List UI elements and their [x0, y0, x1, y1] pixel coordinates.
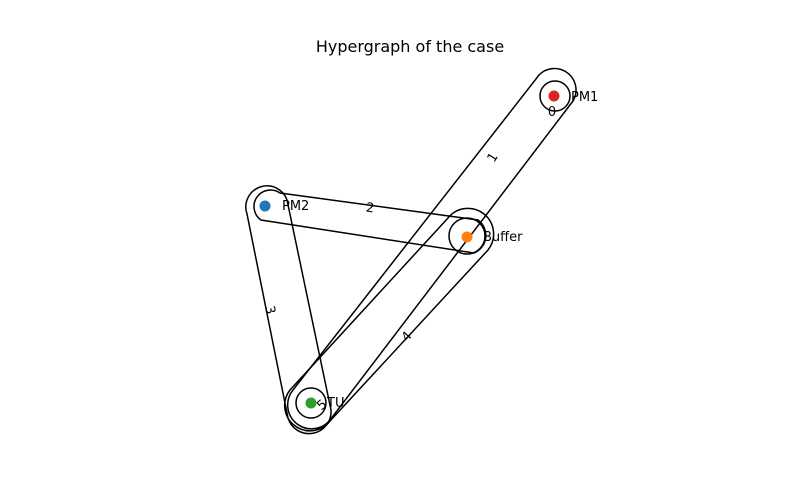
hyperedge-outline: [295, 387, 327, 419]
node-label: PM1: [571, 90, 598, 105]
node-marker: [259, 200, 271, 212]
node-tu: TU: [305, 396, 344, 411]
node-label: PM2: [282, 199, 309, 214]
node-pm2: PM2: [259, 199, 309, 214]
node-marker: [548, 90, 560, 102]
hyperedge-label-0: 0: [548, 105, 556, 120]
figure-title: Hypergraph of the case: [316, 37, 504, 56]
hyperedge-ring: [448, 217, 486, 255]
node-marker: [305, 397, 317, 409]
hyperedge-outline: [539, 80, 571, 112]
hyperedge-0: [539, 80, 571, 112]
hyperedge-5: [295, 387, 327, 419]
hyperedge-outline: [253, 189, 487, 254]
hyperedge-outline: [283, 207, 495, 432]
node-pm1: PM1: [548, 90, 598, 105]
node-marker: [461, 231, 473, 243]
node-label: Buffer: [483, 230, 523, 245]
hyperedge-outline: [286, 67, 577, 430]
hyperedge-label-2: 2: [365, 200, 375, 216]
node-label: TU: [326, 396, 344, 411]
hyperedge-2: [253, 189, 487, 254]
node-buffer: Buffer: [461, 230, 523, 245]
hyperedge-4: [283, 207, 495, 432]
hyperedge-label-1: 1: [485, 150, 502, 165]
hyperedge-1: [286, 67, 577, 430]
hyperedge-label-3: 3: [261, 304, 277, 315]
